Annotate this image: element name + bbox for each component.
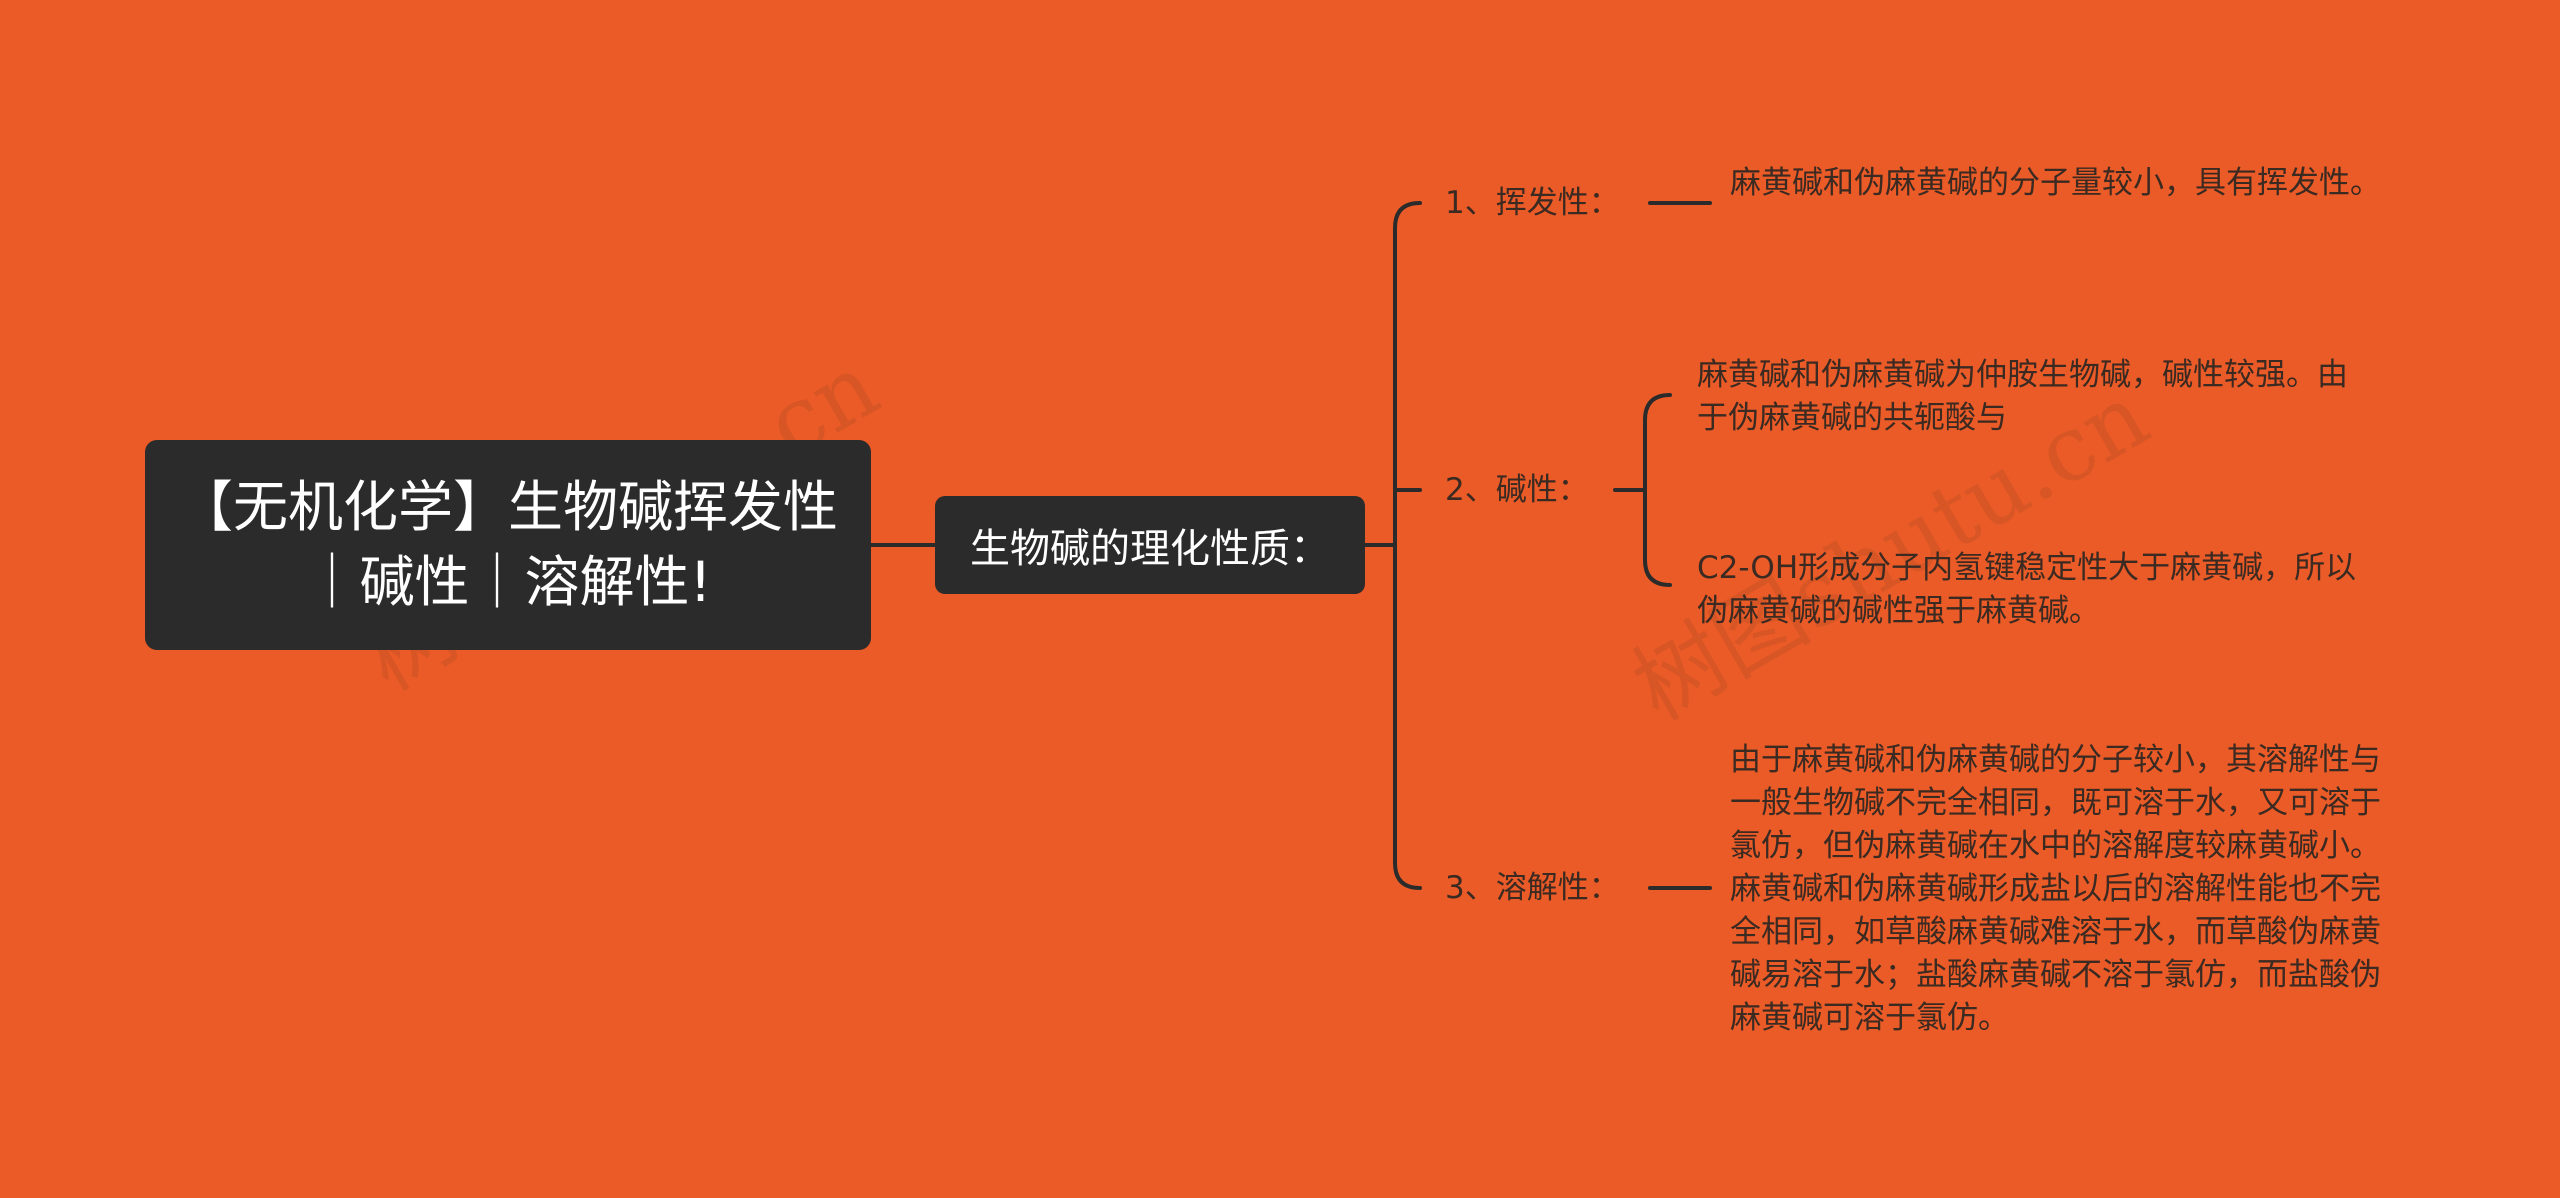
branch-spine (1393, 201, 1422, 890)
leaf-volatility-note: 麻黄碱和伪麻黄碱的分子量较小，具有挥发性。 (1730, 165, 2381, 201)
center-label: 生物碱的理化性质： (970, 526, 1330, 572)
branch-volatility[interactable]: 1、挥发性： (1445, 185, 1620, 221)
center-node[interactable]: 生物碱的理化性质： (935, 496, 1365, 594)
leaf-solubility-note: 由于麻黄碱和伪麻黄碱的分子较小，其溶解性与一般生物碱不完全相同，既可溶于水，又可… (1730, 742, 2381, 1036)
branch-2-bracket (1643, 393, 1672, 587)
branch-solubility[interactable]: 3、溶解性： (1445, 870, 1620, 906)
root-node[interactable]: 【无机化学】生物碱挥发性｜碱性｜溶解性! (145, 440, 871, 650)
branch-basicity[interactable]: 2、碱性： (1445, 472, 1589, 508)
leaf-basicity-note-2: C2-OH形成分子内氢键稳定性大于麻黄碱，所以伪麻黄碱的碱性强于麻黄碱。 (1697, 550, 2357, 629)
root-title: 【无机化学】生物碱挥发性｜碱性｜溶解性! (177, 475, 838, 614)
leaf-basicity-note-1: 麻黄碱和伪麻黄碱为仲胺生物碱，碱性较强。由于伪麻黄碱的共轭酸与 (1697, 357, 2348, 436)
